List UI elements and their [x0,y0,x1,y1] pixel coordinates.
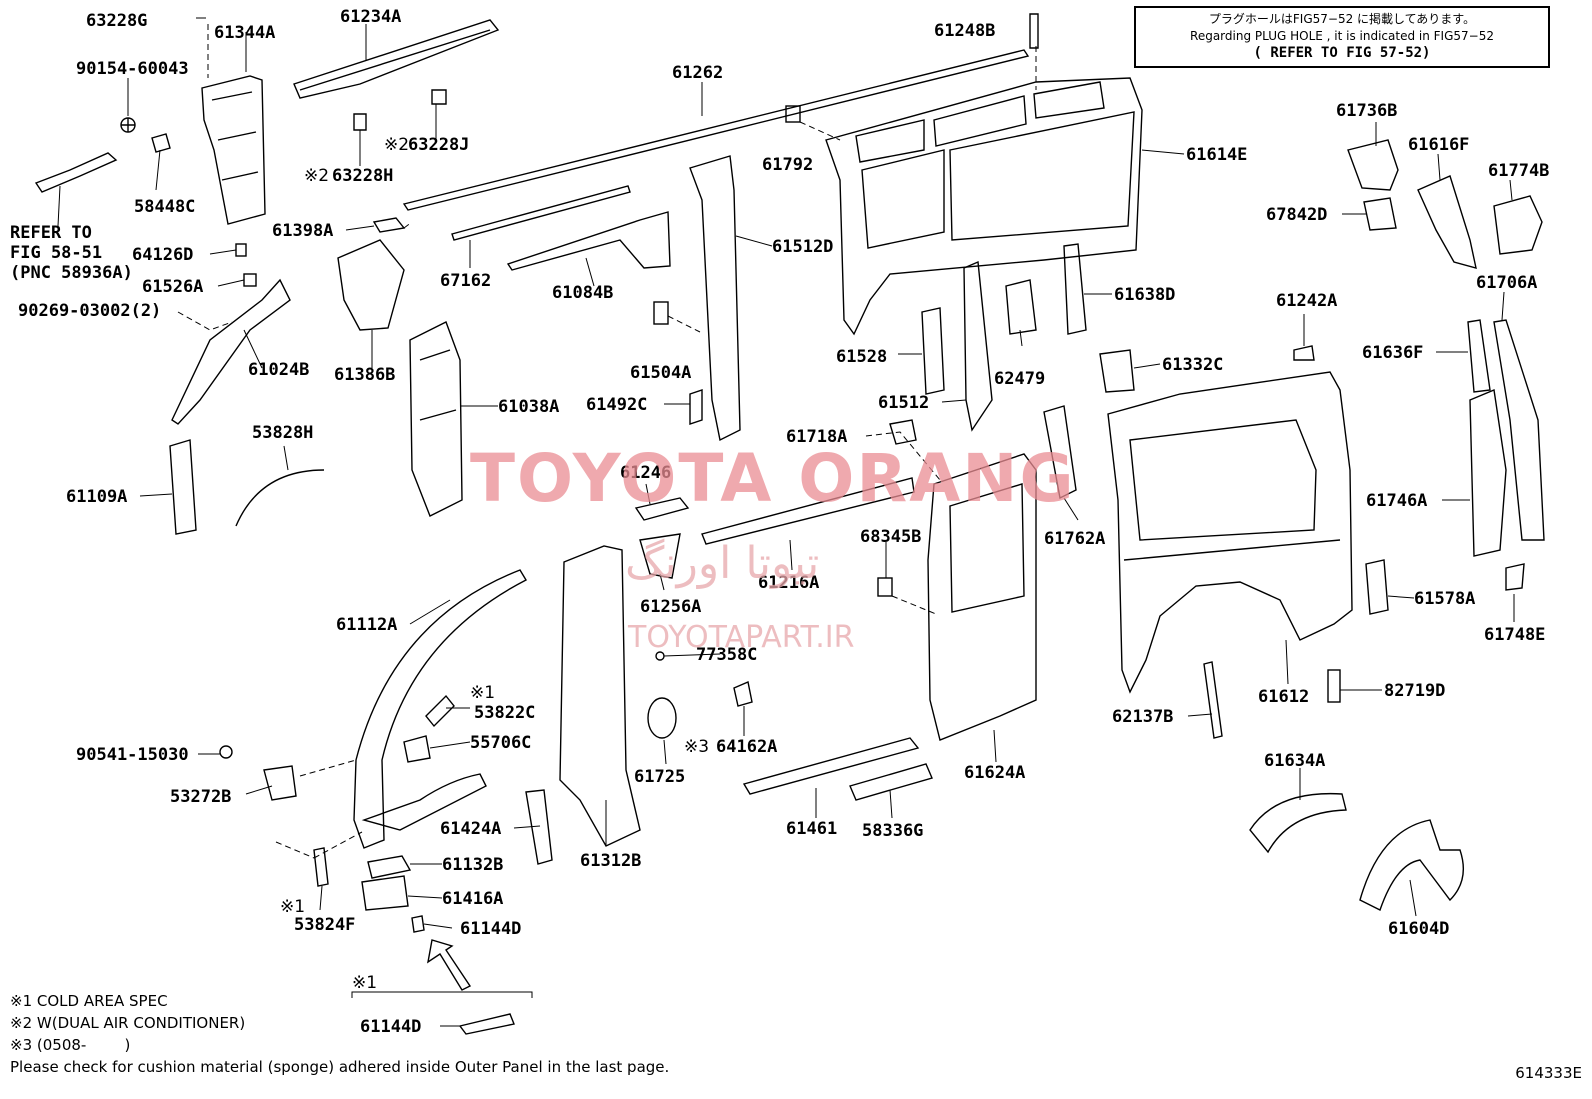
label-90269-03002: 90269-03002(2) [18,301,161,321]
label-61246: 61246 [620,463,671,483]
label-61706A: 61706A [1476,273,1537,293]
figure-id: 614333E [1515,1064,1582,1082]
label-61762A: 61762A [1044,529,1105,549]
footnote-dual-ac: ※2 W(DUAL AIR CONDITIONER) [10,1014,246,1032]
label-61634A: 61634A [1264,751,1325,771]
label-61109A: 61109A [66,487,127,507]
label-68345B: 68345B [860,527,921,547]
watermark-brand: TOYOTA ORANG [470,440,1076,517]
label-63228J: 63228J [408,135,469,155]
label-53828H: 53828H [252,423,313,443]
label-61746A: 61746A [1366,491,1427,511]
watermark-persian: تیوتا اورنگ [625,538,820,589]
label-61216A: 61216A [758,573,819,593]
mark-3-64162A: ※3 [684,737,709,757]
label-53822C: 53822C [474,703,535,723]
label-67162: 67162 [440,271,491,291]
label-58336G: 58336G [862,821,923,841]
label-61614E: 61614E [1186,145,1247,165]
watermark-url: TOYOTAPART.IR [628,620,855,655]
label-61526A: 61526A [142,277,203,297]
footnotes: ※1 COLD AREA SPEC ※2 W(DUAL AIR CONDITIO… [10,990,669,1078]
label-61084B: 61084B [552,283,613,303]
note-line-jp: プラグホールはFIG57−52 に掲載してあります。 [1208,12,1476,26]
label-61312B: 61312B [580,851,641,871]
refer-line-3: (PNC 58936A) [10,263,133,283]
label-90154-60043: 90154-60043 [76,59,189,79]
label-61718A: 61718A [786,427,847,447]
label-62137B: 62137B [1112,707,1173,727]
label-61144D-cold: 61144D [360,1017,421,1037]
label-90541-15030: 90541-15030 [76,745,189,765]
label-77358C: 77358C [696,645,757,665]
label-62479: 62479 [994,369,1045,389]
label-61512: 61512 [878,393,929,413]
label-61386B: 61386B [334,365,395,385]
footnote-cold-area: ※1 COLD AREA SPEC [10,992,168,1010]
label-64162A: 64162A [716,737,777,757]
label-61504A: 61504A [630,363,691,383]
label-61774B: 61774B [1488,161,1549,181]
label-61748E: 61748E [1484,625,1545,645]
refer-line-2: FIG 58-51 [10,243,102,263]
label-61461: 61461 [786,819,837,839]
footnote-cushion: Please check for cushion material (spong… [10,1058,670,1076]
label-61792: 61792 [762,155,813,175]
label-61242A: 61242A [1276,291,1337,311]
label-61616F: 61616F [1408,135,1469,155]
label-61736B: 61736B [1336,101,1397,121]
label-61528: 61528 [836,347,887,367]
leader-lines [57,17,1515,1027]
label-61604D: 61604D [1388,919,1449,939]
refer-line-1: REFER TO [10,223,92,243]
label-82719D: 82719D [1384,681,1445,701]
label-61332C: 61332C [1162,355,1223,375]
label-61344A: 61344A [214,23,275,43]
label-61512D: 61512D [772,237,833,257]
note-line-ref: ( REFER TO FIG 57-52) [1253,45,1431,61]
label-61612: 61612 [1258,687,1309,707]
label-58448C: 58448C [134,197,195,217]
label-61024B: 61024B [248,360,309,380]
label-63228H: 63228H [332,166,393,186]
mark-2-63228J: ※2 [384,135,409,155]
note-line-en: Regarding PLUG HOLE , it is indicated in… [1190,29,1494,43]
label-61638D: 61638D [1114,285,1175,305]
label-61262: 61262 [672,63,723,83]
part-labels: 63228G 61344A 90154-60043 58448C 64126D … [10,7,1549,1037]
label-61256A: 61256A [640,597,701,617]
mark-1-53824F: ※1 [280,897,305,917]
footnote-date-range: ※3 (0508- ) [10,1036,131,1054]
label-61398A: 61398A [272,221,333,241]
label-64126D: 64126D [132,245,193,265]
plug-hole-note: プラグホールはFIG57−52 に掲載してあります。 Regarding PLU… [1134,6,1550,68]
mark-2-63228H: ※2 [304,166,329,186]
label-61248B: 61248B [934,21,995,41]
mark-1-53822C: ※1 [470,683,495,703]
label-61132B: 61132B [442,855,503,875]
label-53272B: 53272B [170,787,231,807]
part-drawings [34,13,1545,1035]
label-63228G: 63228G [86,11,147,31]
label-61234A: 61234A [340,7,401,27]
label-61112A: 61112A [336,615,397,635]
label-61424A: 61424A [440,819,501,839]
label-61416A: 61416A [442,889,503,909]
label-67842D: 67842D [1266,205,1327,225]
label-61624A: 61624A [964,763,1025,783]
label-61725: 61725 [634,767,685,787]
label-61636F: 61636F [1362,343,1423,363]
label-61492C: 61492C [586,395,647,415]
label-55706C: 55706C [470,733,531,753]
label-61578A: 61578A [1414,589,1475,609]
label-53824F: 53824F [294,915,355,935]
mark-1-61144D: ※1 [352,973,377,993]
label-61038A: 61038A [498,397,559,417]
label-61144D: 61144D [460,919,521,939]
